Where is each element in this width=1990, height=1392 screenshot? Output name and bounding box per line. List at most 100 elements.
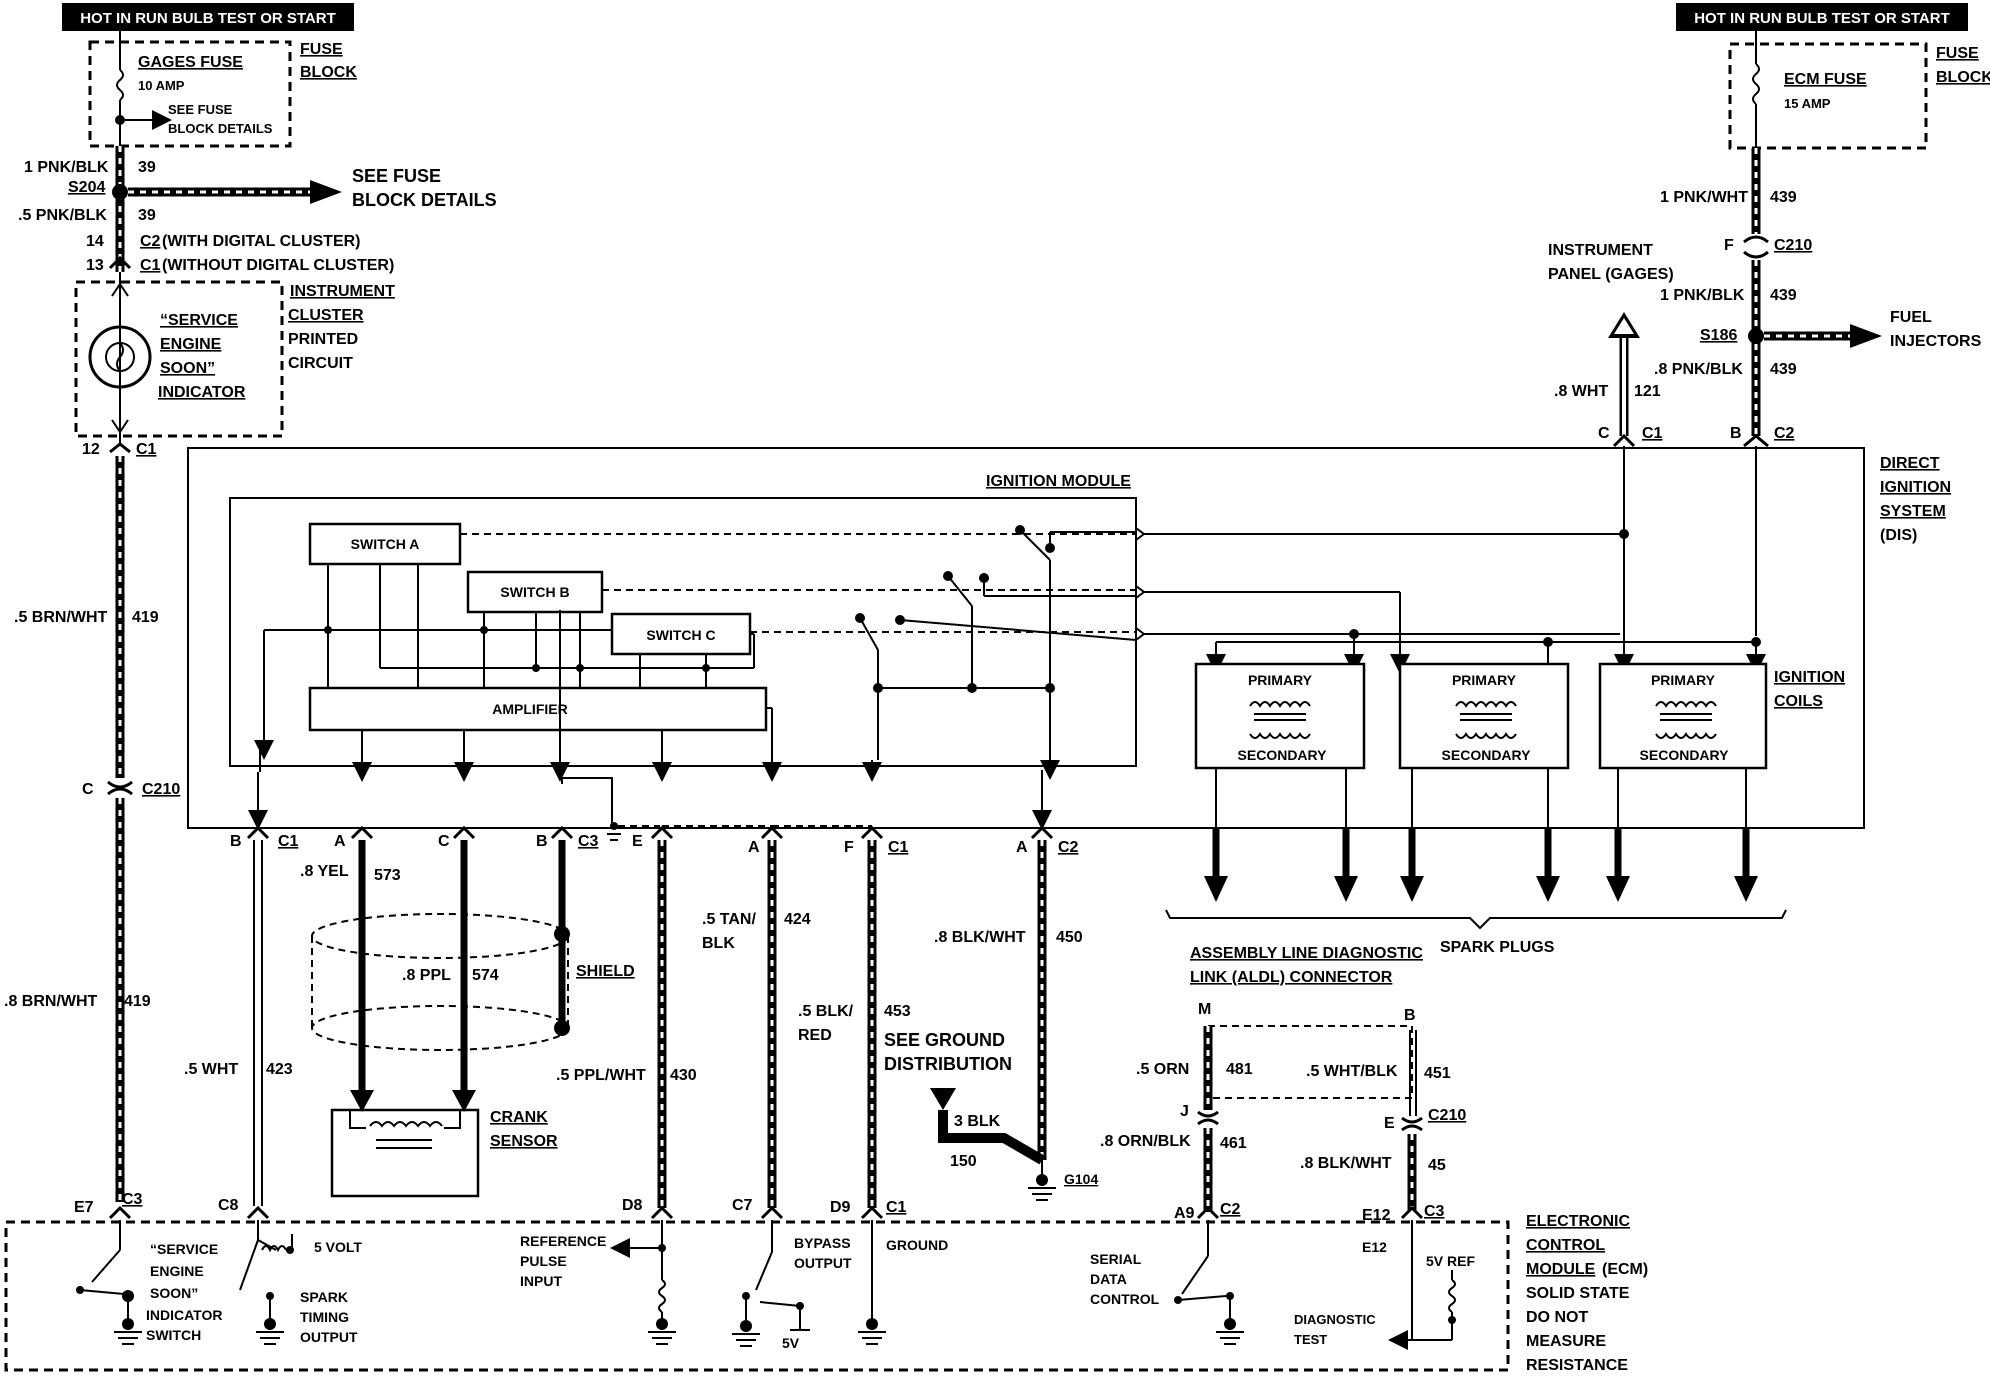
label-brn_wht_top-color: .5 BRN/WHT	[14, 609, 108, 626]
label-ecm_labels-ecm3: MODULE	[1526, 1261, 1596, 1278]
label-fuse_block_left-line1: FUSE	[300, 41, 343, 58]
label-wires_mid-blk2: RED	[798, 1027, 832, 1044]
label-ignition_module-title: IGNITION MODULE	[986, 473, 1131, 490]
label-c1_12-pin: 12	[82, 441, 100, 458]
label-wires_mid-ppl: .8 PPL	[402, 967, 451, 984]
label-ecm_labels-serial1: SERIAL	[1090, 1251, 1142, 1267]
label-dis-l4: (DIS)	[1880, 527, 1917, 544]
label-module_pins-c2: C2	[1058, 839, 1079, 856]
label-cluster-l4: CIRCUIT	[288, 355, 353, 372]
label-ecm_labels-spark3: OUTPUT	[300, 1329, 358, 1345]
label-module_pins-b2: B	[536, 833, 548, 850]
label-left_wires-c1_digital: C1	[140, 257, 161, 274]
ecm-box: E7 C3 C8 D8 C7 D9 C1 A9 C2 E12 C3 E12 “S…	[4, 1191, 1648, 1374]
label-c210_left-pin: C	[82, 781, 94, 798]
label-left_wires-w2_num: 39	[138, 207, 156, 224]
label-aldl-orn_blk_num: 461	[1220, 1135, 1247, 1152]
label-left_wires-w1_color: 1 PNK/BLK	[24, 159, 109, 176]
right-feed-wire: 1 PNK/WHT 439 F C210 INSTRUMENT PANEL (G…	[1548, 148, 1982, 448]
label-right_wires-w2_num: 439	[1770, 287, 1797, 304]
label-ecm_fuse-title: ECM FUSE	[1784, 71, 1867, 88]
left-feed-wire: 1 PNK/BLK 39 S204 SEE FUSE BLOCK DETAILS…	[18, 146, 497, 274]
label-ecm_labels-spark2: TIMING	[300, 1309, 349, 1325]
label-right_wires-fuel1: FUEL	[1890, 309, 1932, 326]
label-left_wires-see2: BLOCK DETAILS	[352, 190, 497, 210]
switch-b	[466, 570, 604, 614]
label-ecm_pins-d9: D9	[830, 1199, 851, 1216]
label-indicator-l4: INDICATOR	[158, 384, 246, 401]
label-right_wires-c210: C210	[1774, 237, 1812, 254]
label-aldl-e: E	[1384, 1115, 1395, 1132]
label-ecm_pins-c3b: C3	[1424, 1203, 1445, 1220]
label-aldl-orn: .5 ORN	[1136, 1061, 1189, 1078]
label-ecm_labels-ecm6: MEASURE	[1526, 1333, 1606, 1350]
label-wires_mid-ppl_wht_num: 430	[670, 1067, 697, 1084]
label-right_wires-c1: C1	[1642, 425, 1663, 442]
label-indicator-l1: “SERVICE	[160, 312, 238, 329]
label-right_wires-fuel2: INJECTORS	[1890, 333, 1982, 350]
label-left_wires-w1_num: 39	[138, 159, 156, 176]
label-ecm_labels-ecm7: RESISTANCE	[1526, 1357, 1628, 1374]
label-ecm_fuse-rating: 15 AMP	[1784, 96, 1831, 111]
label-coils-primary: PRIMARY	[1452, 672, 1517, 688]
label-left_wires-see1: SEE FUSE	[352, 166, 441, 186]
label-ecm_pins-e7: E7	[74, 1199, 94, 1216]
label-indicator-l2: ENGINE	[160, 336, 222, 353]
brn-wht-wire: 12 C1 .5 BRN/WHT 419 C C210 .8 BRN/WHT 4…	[4, 441, 180, 1202]
label-ecm_pins-c8: C8	[218, 1197, 239, 1214]
label-ignition_module-switch_c: SWITCH C	[646, 627, 715, 643]
label-coils-secondary: SECONDARY	[1442, 747, 1532, 763]
label-wires_mid-crank1: CRANK	[490, 1109, 548, 1126]
label-aldl-blk_wht: .8 BLK/WHT	[1300, 1155, 1392, 1172]
label-dis-l3: SYSTEM	[1880, 503, 1946, 520]
mid-wire-labels: .5 WHT 423 .5 PPL/WHT 430 .5 TAN/ BLK 42…	[184, 911, 1083, 1084]
coil-1: PRIMARY SECONDARY	[1194, 662, 1366, 770]
label-ecm_labels-ref1: REFERENCE	[520, 1233, 606, 1249]
label-dis-l2: IGNITION	[1880, 479, 1951, 496]
label-ecm_pins-e12: E12	[1362, 1207, 1391, 1224]
label-gages_fuse-note_1: SEE FUSE	[168, 102, 233, 117]
label-wires_mid-blk3_num: 150	[950, 1153, 977, 1170]
label-aldl-c210: C210	[1428, 1107, 1466, 1124]
label-ecm_pins-c2: C2	[1220, 1201, 1241, 1218]
banner-right: HOT IN RUN BULB TEST OR START	[1676, 3, 1968, 31]
label-right_wires-wht_num: 121	[1634, 383, 1661, 400]
label-ecm_pins-a9: A9	[1174, 1205, 1195, 1222]
switch-contacts-b	[943, 571, 1136, 688]
label-ecm_labels-ecm3b: (ECM)	[1602, 1261, 1648, 1278]
label-gages_fuse-title: GAGES FUSE	[138, 54, 243, 71]
label-ecm_pins-c7: C7	[732, 1197, 753, 1214]
label-coils-l1: IGNITION	[1774, 669, 1845, 686]
label-aldl-orn_blk: .8 ORN/BLK	[1100, 1133, 1191, 1150]
label-ignition_module-switch_b: SWITCH B	[500, 584, 569, 600]
label-right_wires-w1_color: 1 PNK/WHT	[1660, 189, 1748, 206]
label-aldl-blk_wht_num: 45	[1428, 1157, 1446, 1174]
label-coils-l2: COILS	[1774, 693, 1823, 710]
label-ecm_labels-ground: GROUND	[886, 1237, 948, 1253]
label-ecm_labels-ecm4: SOLID STATE	[1526, 1285, 1630, 1302]
label-module_pins-a3: A	[1016, 839, 1028, 856]
coil-drive-lines	[1135, 446, 1766, 674]
label-ecm_labels-ecm5: DO NOT	[1526, 1309, 1588, 1326]
coil-2: PRIMARY SECONDARY	[1398, 662, 1570, 770]
ecm-fuse: ECM FUSE 15 AMP FUSE BLOCK	[1728, 31, 1990, 150]
label-ecm_labels-serial2: DATA	[1090, 1271, 1127, 1287]
label-gages_fuse-rating: 10 AMP	[138, 78, 185, 93]
label-right_wires-w3_num: 439	[1770, 361, 1797, 378]
label-ecm_labels-spark1: SPARK	[300, 1289, 348, 1305]
label-left_wires-without_digital: (WITHOUT DIGITAL CLUSTER)	[162, 257, 394, 274]
label-wires_mid-shield: SHIELD	[576, 963, 635, 980]
label-cluster-l1: INSTRUMENT	[290, 283, 395, 300]
label-module_pins-f: F	[844, 839, 854, 856]
gages-fuse: GAGES FUSE 10 AMP SEE FUSE BLOCK DETAILS…	[88, 31, 357, 160]
label-aldl-wht_blk_num: 451	[1424, 1065, 1451, 1082]
label-ecm_pins-c3: C3	[122, 1191, 143, 1208]
label-ecm_pins-c1: C1	[886, 1199, 907, 1216]
label-right_wires-ip_2: PANEL (GAGES)	[1548, 266, 1674, 283]
label-c210_left-conn: C210	[142, 781, 180, 798]
label-ecm_labels-ecm1: ELECTRONIC	[1526, 1213, 1630, 1230]
label-wires_mid-blk_num: 453	[884, 1003, 911, 1020]
indicator-bulb-icon	[88, 325, 152, 389]
label-ecm_labels-diag1: DIAGNOSTIC	[1294, 1312, 1376, 1327]
